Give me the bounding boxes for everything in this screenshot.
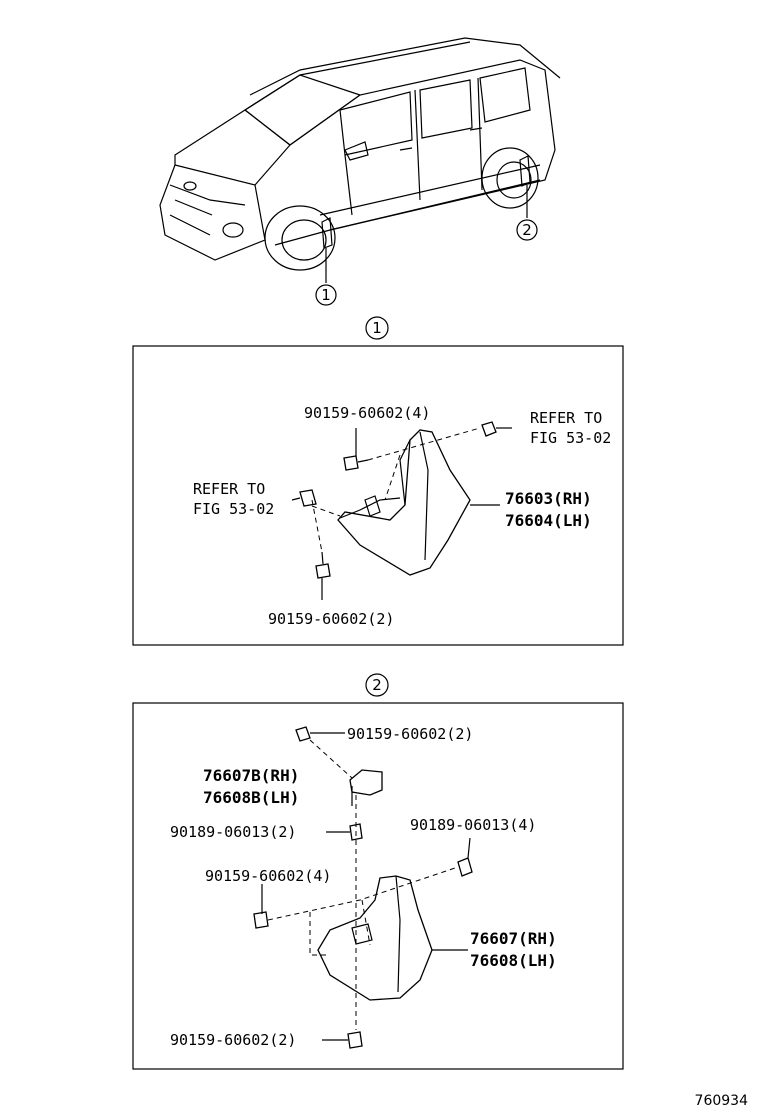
p2-mudguard-rh-label: 76607(RH) xyxy=(470,929,557,948)
callout-2-label: 2 xyxy=(522,221,532,239)
bracket-76607b-icon xyxy=(349,769,383,796)
svg-text:2: 2 xyxy=(372,676,382,694)
p1-refer-left-2: FIG 53-02 xyxy=(193,500,274,518)
svg-text:1: 1 xyxy=(372,319,382,337)
panel-1-header: 1 xyxy=(365,316,389,340)
p2-bolt-mid-label: 90159-60602(4) xyxy=(205,867,331,885)
panel-1-parts xyxy=(291,421,512,600)
p2-bracket-lh-label: 76608B(LH) xyxy=(203,788,299,807)
p1-bolt-bottom-label: 90159-60602(2) xyxy=(268,610,394,628)
p2-nut-right-icon xyxy=(457,857,473,877)
panel-2-parts xyxy=(253,726,473,1049)
clip-right-icon xyxy=(481,421,497,437)
panel-2-header: 2 xyxy=(365,673,389,697)
callout-1-label: 1 xyxy=(321,286,331,304)
bolt-top-icon xyxy=(343,455,359,471)
callout-2: 2 xyxy=(516,219,538,241)
p2-bolt-top-icon xyxy=(295,726,311,742)
p1-mudguard-rh-label: 76603(RH) xyxy=(505,489,592,508)
p1-refer-right-2: FIG 53-02 xyxy=(530,429,611,447)
mudguard-76603 xyxy=(337,429,471,576)
p2-nut-right-label: 90189-06013(4) xyxy=(410,816,536,834)
p2-bolt-top-label: 90159-60602(2) xyxy=(347,725,473,743)
p2-mudguard-lh-label: 76608(LH) xyxy=(470,951,557,970)
p2-bolt-bottom-label: 90159-60602(2) xyxy=(170,1031,296,1049)
vehicle-illustration xyxy=(159,37,561,283)
callout-1: 1 xyxy=(315,284,337,306)
p1-bolt-top-label: 90159-60602(4) xyxy=(304,404,430,422)
p1-refer-right-1: REFER TO xyxy=(530,409,602,427)
mudguard-76607-icon xyxy=(317,875,433,1001)
p2-bolt-bottom-icon xyxy=(347,1031,363,1049)
figure-number: 760934 xyxy=(695,1093,749,1109)
p2-bolt-mid-icon xyxy=(253,911,269,929)
p2-nut-left-label: 90189-06013(2) xyxy=(170,823,296,841)
p2-bracket-rh-label: 76607B(RH) xyxy=(203,766,299,785)
panel-1-frame xyxy=(132,345,624,646)
clip-left-icon xyxy=(299,489,317,507)
p1-refer-left-1: REFER TO xyxy=(193,480,265,498)
panel-2-frame xyxy=(132,702,624,1070)
p1-mudguard-lh-label: 76604(LH) xyxy=(505,511,592,530)
bolt-bottom-icon xyxy=(315,563,331,579)
